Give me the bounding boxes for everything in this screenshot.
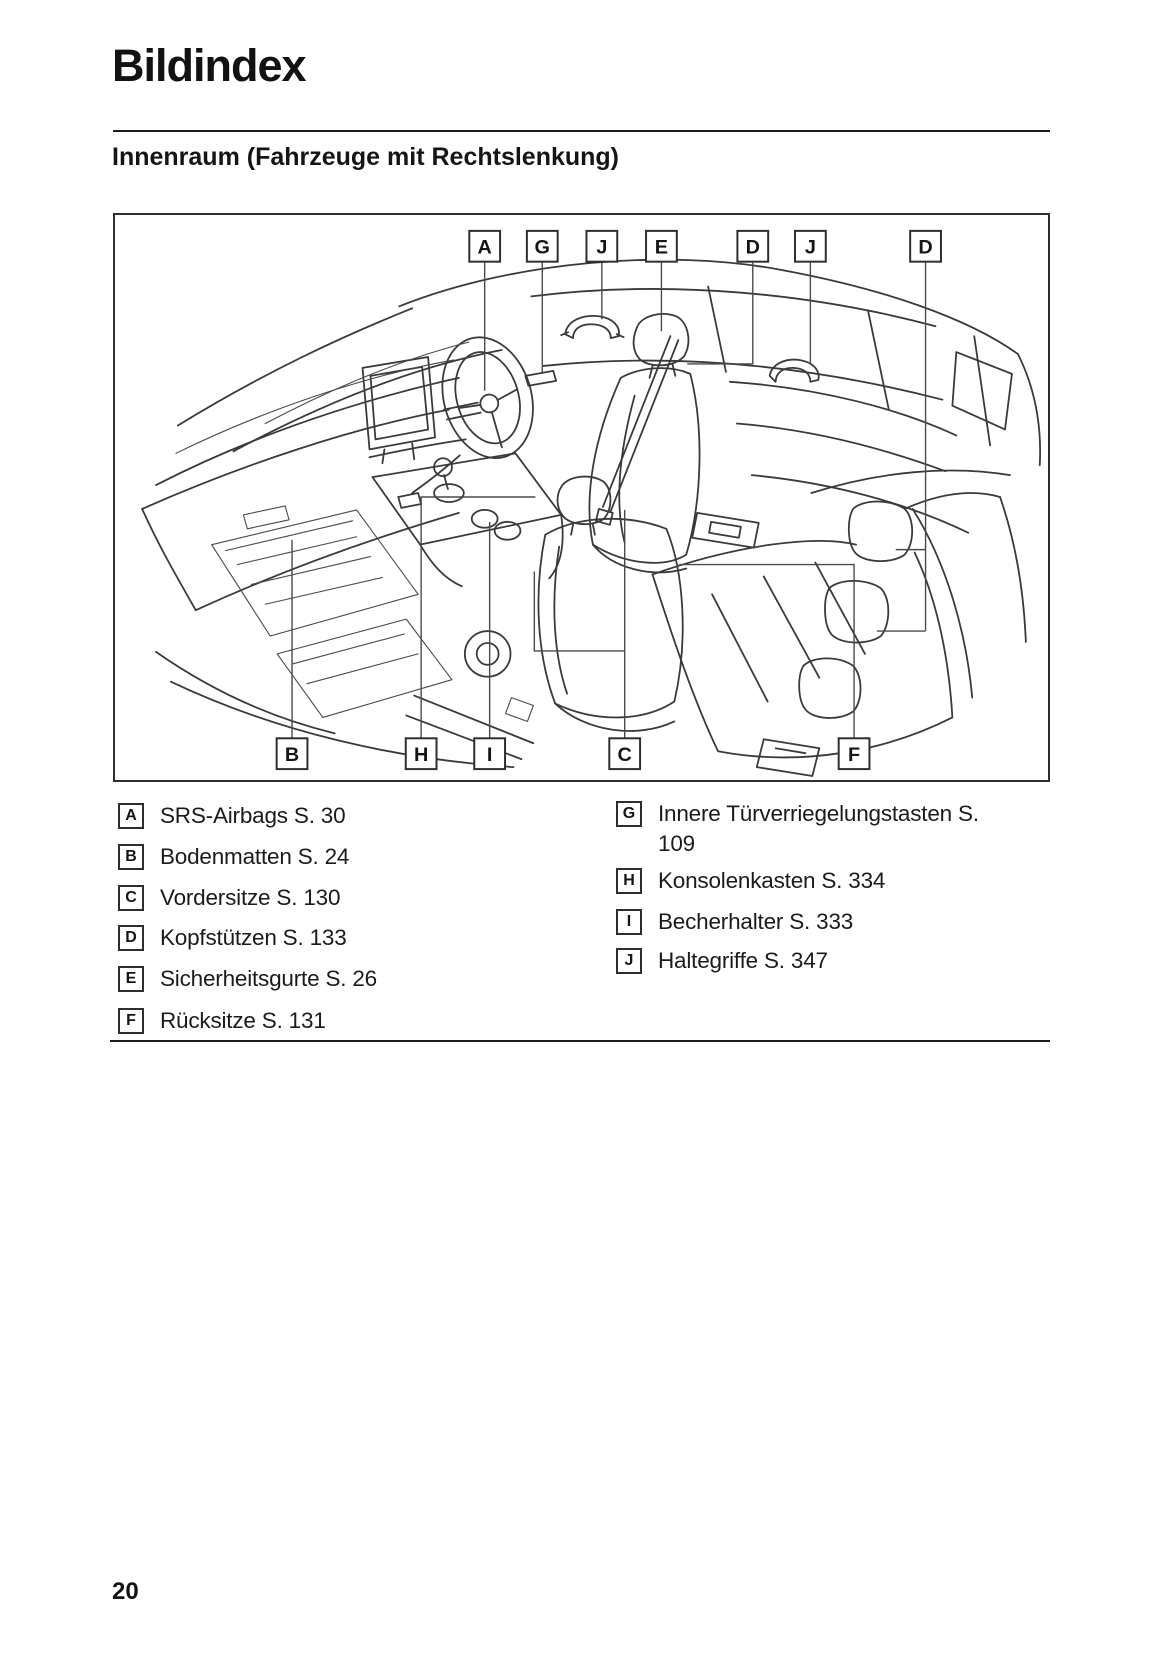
- callout-label-boxes: A G J E D J D B H I C F: [275, 229, 942, 771]
- car-line-art-details: [175, 341, 534, 722]
- legend-text-a: SRS-Airbags S. 30: [160, 803, 346, 828]
- car-interior-illustration: A G J E D J D B H I C F: [141, 229, 1041, 777]
- legend-item-f: F Rücksitze S. 131: [118, 1006, 326, 1036]
- callout-label-c: C: [618, 744, 632, 766]
- legend-letter-box-b: B: [118, 844, 144, 870]
- callout-label-a: A: [478, 237, 492, 259]
- legend-letter-box-i: I: [616, 909, 642, 935]
- callout-label-g: G: [535, 237, 550, 259]
- legend-item-c: C Vordersitze S. 130: [118, 883, 340, 913]
- callout-label-j2: J: [805, 237, 816, 259]
- interior-diagram: A G J E D J D B H I C F: [113, 213, 1050, 782]
- legend-letter-box-d: D: [118, 925, 144, 951]
- legend-letter-box-f: F: [118, 1008, 144, 1034]
- legend-text-d: Kopfstützen S. 133: [160, 925, 347, 950]
- callout-label-d2: D: [918, 237, 932, 259]
- legend-divider: [110, 1040, 1050, 1042]
- legend-text-c: Vordersitze S. 130: [160, 885, 341, 910]
- legend-text-g: Innere Türverriegelungstasten S. 109: [658, 801, 979, 856]
- legend-text-f: Rücksitze S. 131: [160, 1008, 326, 1033]
- legend-text-e: Sicherheitsgurte S. 26: [160, 966, 377, 991]
- legend-letter-box-j: J: [616, 948, 642, 974]
- legend-text-j: Haltegriffe S. 347: [658, 948, 828, 973]
- page-number: 20: [112, 1578, 139, 1605]
- section-title: Innenraum (Fahrzeuge mit Rechtslenkung): [112, 143, 620, 171]
- legend-item-j: J Haltegriffe S. 347: [616, 946, 828, 976]
- legend-letter-box-a: A: [118, 803, 144, 829]
- legend-text-h: Konsolenkasten S. 334: [658, 868, 886, 893]
- callout-label-f: F: [848, 744, 860, 766]
- legend-letter-box-h: H: [616, 868, 642, 894]
- legend-item-g: G Innere Türverriegelungstasten S. 109: [616, 799, 1003, 859]
- legend-item-a: A SRS-Airbags S. 30: [118, 801, 346, 831]
- legend-item-h: H Konsolenkasten S. 334: [616, 866, 885, 896]
- legend-item-i: I Becherhalter S. 333: [616, 907, 853, 937]
- callout-label-b: B: [285, 744, 299, 766]
- callout-label-d1: D: [746, 237, 760, 259]
- legend-item-e: E Sicherheitsgurte S. 26: [118, 964, 377, 994]
- callout-label-e: E: [655, 237, 668, 259]
- callout-label-i: I: [487, 744, 493, 766]
- legend-item-d: D Kopfstützen S. 133: [118, 923, 347, 953]
- legend-text-i: Becherhalter S. 333: [658, 909, 854, 934]
- callout-lines: [291, 262, 927, 739]
- title-divider: [113, 130, 1050, 132]
- legend-text-b: Bodenmatten S. 24: [160, 844, 350, 869]
- legend-letter-box-c: C: [118, 885, 144, 911]
- legend-item-b: B Bodenmatten S. 24: [118, 842, 349, 872]
- page-title: Bildindex: [112, 40, 307, 91]
- car-line-art: [141, 258, 1041, 777]
- legend-letter-box-g: G: [616, 801, 642, 827]
- callout-label-h: H: [414, 744, 428, 766]
- callout-label-j1: J: [596, 237, 607, 259]
- legend-letter-box-e: E: [118, 966, 144, 992]
